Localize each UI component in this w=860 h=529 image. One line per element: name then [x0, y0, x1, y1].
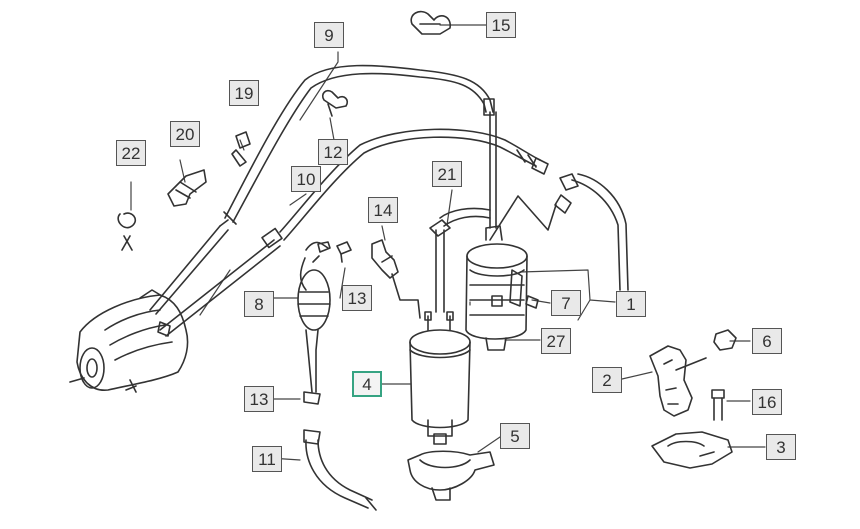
callout-21[interactable]: 21	[432, 161, 462, 187]
callout-3[interactable]: 3	[766, 434, 796, 460]
clamp-12	[321, 89, 349, 117]
callout-label: 8	[254, 294, 264, 314]
fuel-line-14	[371, 239, 421, 319]
clip-15	[410, 10, 451, 35]
callout-label: 13	[347, 288, 367, 308]
filter-assembly-27	[465, 111, 528, 351]
callout-27[interactable]: 27	[541, 328, 571, 354]
callout-label: 4	[362, 374, 372, 394]
fuel-hose-11	[303, 429, 377, 511]
callout-6[interactable]: 6	[752, 328, 782, 354]
fitting-13-upper	[336, 241, 352, 263]
callout-9[interactable]: 9	[314, 22, 344, 48]
callout-label: 7	[561, 293, 571, 313]
bolt-7	[525, 295, 539, 309]
callout-label: 13	[249, 389, 269, 409]
callout-label: 5	[510, 426, 520, 446]
callout-label: 12	[323, 142, 343, 162]
callout-label: 3	[776, 437, 786, 457]
callout-15[interactable]: 15	[486, 12, 516, 38]
callout-label: 14	[373, 200, 393, 220]
callout-label: 1	[626, 294, 636, 314]
filter-bracket-5	[407, 450, 495, 501]
callout-label: 15	[491, 15, 511, 35]
callout-11[interactable]: 11	[252, 446, 282, 472]
callout-label: 11	[258, 449, 276, 469]
callout-20[interactable]: 20	[170, 121, 200, 147]
callout-16[interactable]: 16	[752, 389, 782, 415]
leader-lines	[130, 24, 766, 461]
callout-7[interactable]: 7	[551, 290, 581, 316]
injection-pump	[69, 225, 281, 393]
callout-19[interactable]: 19	[229, 80, 259, 106]
mount-3	[651, 431, 733, 469]
callout-5[interactable]: 5	[500, 423, 530, 449]
callout-label: 20	[175, 124, 195, 144]
fuel-pipe-9	[219, 64, 495, 227]
callout-label: 2	[602, 370, 612, 390]
callout-8[interactable]: 8	[244, 291, 274, 317]
primer-pump-8	[297, 241, 331, 405]
callout-label: 22	[121, 143, 141, 163]
bracket-2	[649, 345, 707, 417]
callout-label: 19	[234, 83, 254, 103]
nut-6	[713, 329, 737, 351]
callout-label: 21	[437, 164, 457, 184]
bracket-20	[167, 169, 207, 207]
callout-label: 16	[757, 392, 777, 412]
fuel-pipe-1	[489, 173, 629, 291]
callout-label: 27	[546, 331, 566, 351]
callout-label: 10	[296, 169, 316, 189]
callout-label: 6	[762, 331, 772, 351]
callout-10[interactable]: 10	[291, 166, 321, 192]
callout-4[interactable]: 4	[352, 371, 382, 397]
fitting-19	[231, 131, 251, 167]
fuel-filter-4	[409, 207, 491, 445]
callout-12[interactable]: 12	[318, 139, 348, 165]
callout-14[interactable]: 14	[368, 197, 398, 223]
bolt-16	[711, 389, 725, 421]
callout-13-lower[interactable]: 13	[244, 386, 274, 412]
callout-1[interactable]: 1	[616, 291, 646, 317]
clamp-22	[117, 212, 137, 251]
callout-label: 9	[324, 25, 334, 45]
callout-13-upper[interactable]: 13	[342, 285, 372, 311]
callout-2[interactable]: 2	[592, 367, 622, 393]
callout-22[interactable]: 22	[116, 140, 146, 166]
